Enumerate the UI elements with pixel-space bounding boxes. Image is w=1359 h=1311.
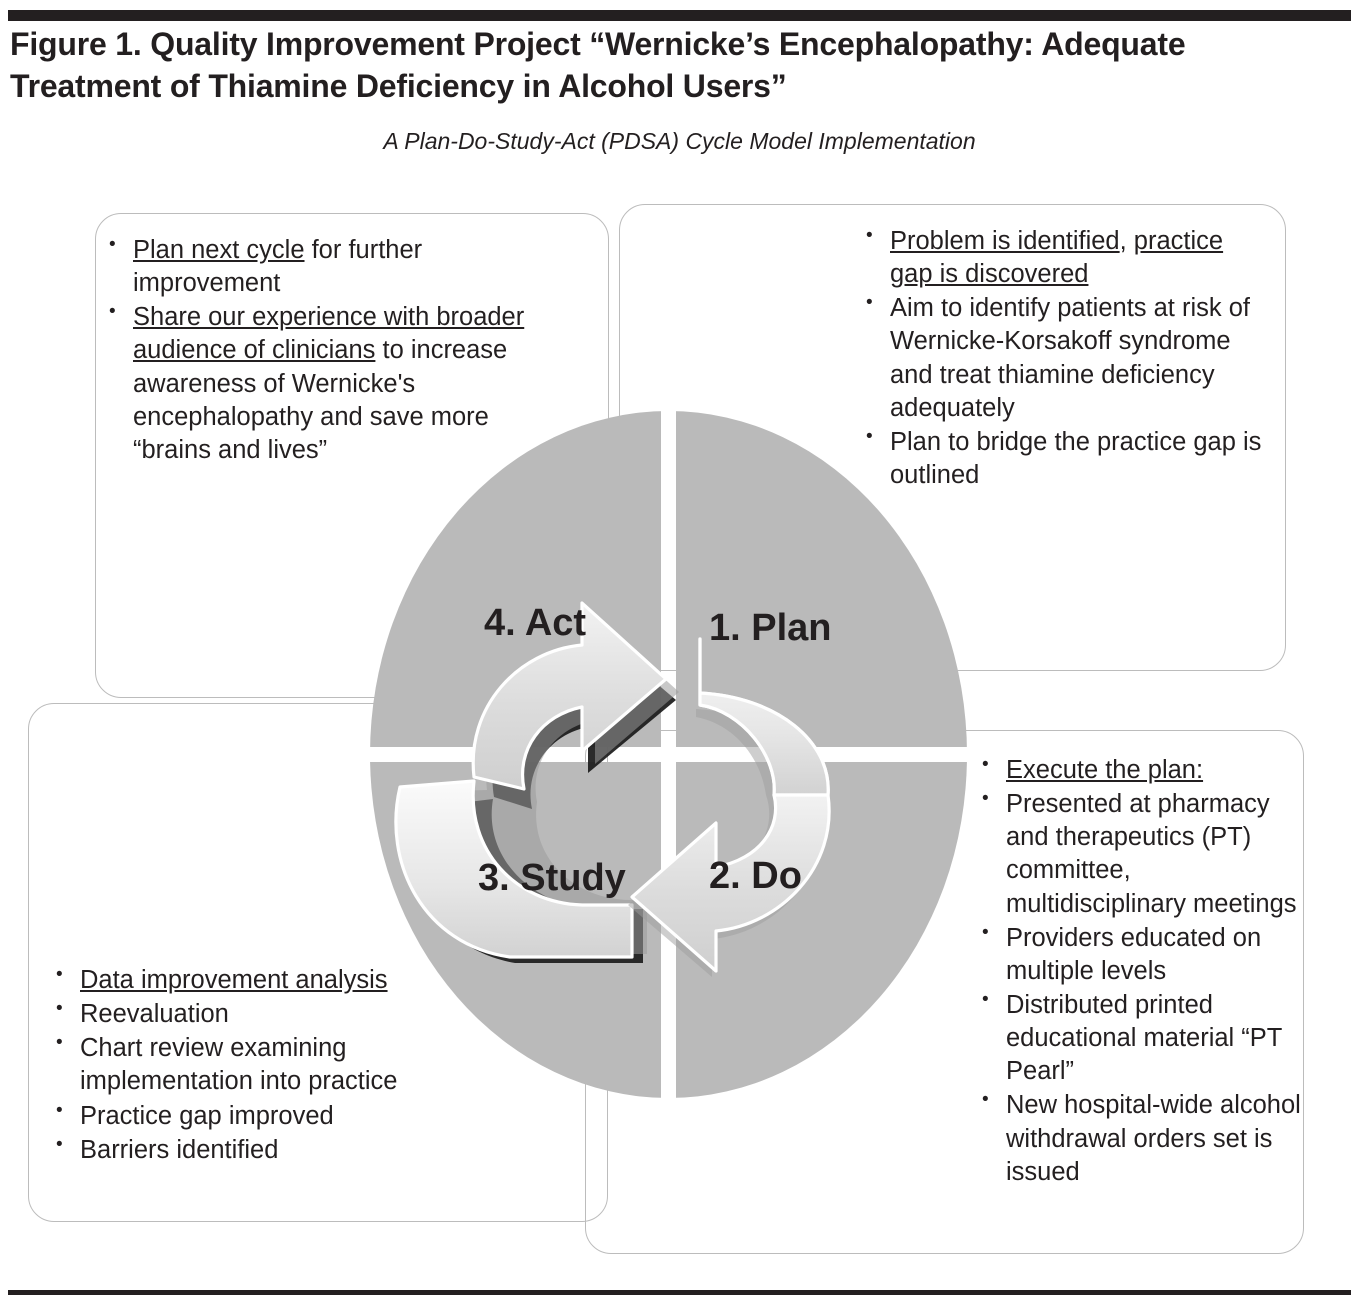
bullet-text: , (1119, 227, 1134, 255)
bottom-rule (8, 1290, 1351, 1295)
bullet-item: Plan next cycle for further improvement (105, 233, 533, 300)
bullet-text-underlined: Execute the plan: (1006, 756, 1204, 784)
bullet-item: Reevaluation (52, 997, 477, 1031)
bullet-item: Share our experience with broader audien… (105, 300, 533, 467)
bullet-text: Distributed printed educational material… (1006, 990, 1282, 1086)
bullet-text: Reevaluation (80, 1000, 229, 1029)
bullet-item: Barriers identified (52, 1133, 477, 1167)
bullet-item: New hospital-wide alcohol withdrawal ord… (978, 1088, 1308, 1188)
bullet-text: Chart review examining implementation in… (80, 1034, 398, 1096)
quadrant-label-plan: 1. Plan (709, 607, 832, 649)
bullet-item: Presented at pharmacy and therapeutics (… (978, 787, 1308, 921)
figure-title: Figure 1. Quality Improvement Project “W… (10, 26, 1186, 104)
bullet-text-underlined: practice gap is discovered (890, 227, 1224, 289)
bullet-item: Providers educated on multiple levels (978, 921, 1308, 988)
figure-subtitle: A Plan-Do-Study-Act (PDSA) Cycle Model I… (383, 128, 976, 154)
top-rule (8, 10, 1351, 21)
bullet-text: Practice gap improved (80, 1101, 334, 1130)
bullet-text: New hospital-wide alcohol withdrawal ord… (1006, 1091, 1301, 1186)
bullet-text-underlined: Plan next cycle (133, 236, 305, 264)
bullet-list-study: Data improvement analysisReevaluationCha… (52, 963, 477, 1168)
bullet-text: Barriers identified (80, 1135, 279, 1164)
quadrant-label-study: 3. Study (478, 857, 626, 899)
act-to-study-arrow (394, 601, 679, 963)
quadrant-label-act: 4. Act (484, 602, 587, 644)
bullet-list-plan: Problem is identified, practice gap is d… (862, 224, 1272, 493)
bullet-text: Presented at pharmacy and therapeutics (… (1006, 790, 1297, 918)
bullet-item: Execute the plan: (978, 753, 1308, 787)
bullet-item: Problem is identified, practice gap is d… (862, 224, 1272, 291)
pdsa-cycle-graphic (370, 411, 967, 1098)
bullet-text-underlined: Share our experience with broader audien… (133, 303, 525, 365)
bullet-item: Practice gap improved (52, 1099, 477, 1133)
bullet-text-underlined: Data improvement analysis (80, 966, 388, 994)
bullet-text: to increase awareness of Wernicke's ence… (133, 336, 508, 464)
bullet-text: for further improvement (133, 236, 423, 298)
bullet-item: Data improvement analysis (52, 963, 477, 997)
bullet-text: Aim to identify patients at risk of Wern… (890, 294, 1250, 422)
bullet-item: Plan to bridge the practice gap is outli… (862, 425, 1272, 492)
bullet-text: Providers educated on multiple levels (1006, 923, 1262, 985)
bullet-list-do: Execute the plan: Presented at pharmacy a… (978, 753, 1308, 1190)
bullet-list-act: Plan next cycle for further improvementS… (105, 233, 533, 468)
bullet-text: Plan to bridge the practice gap is outli… (890, 427, 1262, 489)
bullet-item: Chart review examining implementation in… (52, 1031, 477, 1098)
plan-to-do-arrow (628, 637, 831, 977)
bullet-text-underlined: Problem is identified (890, 227, 1120, 255)
bullet-item: Aim to identify patients at risk of Wern… (862, 291, 1272, 425)
bullet-item: Distributed printed educational material… (978, 988, 1308, 1088)
quadrant-label-do: 2. Do (709, 855, 802, 897)
